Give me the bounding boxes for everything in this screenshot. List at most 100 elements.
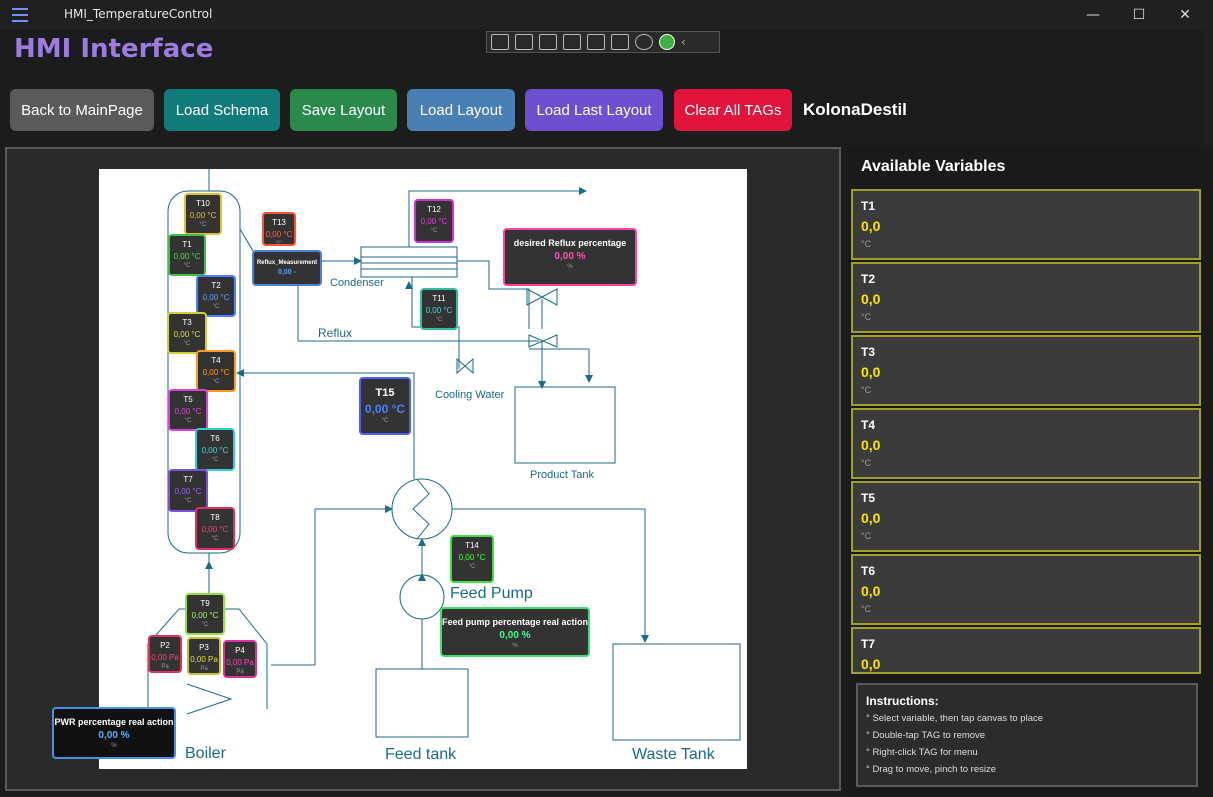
waste-tank-label: Waste Tank: [632, 746, 715, 763]
record-icon[interactable]: [515, 34, 533, 50]
tag-name: P4: [235, 646, 245, 655]
tag-value: 0,00 °C: [189, 211, 217, 220]
feed-tank: [375, 668, 469, 738]
display-layout-icon[interactable]: [563, 34, 581, 50]
tag-name: T15: [375, 387, 395, 399]
sidebar-title: Available Variables: [861, 158, 1006, 175]
tag-value: 0,00 °C: [202, 293, 230, 302]
tag-p4[interactable]: P4 0,00 Pa Pa: [223, 640, 257, 678]
select-element-icon[interactable]: [539, 34, 557, 50]
window-title: HMI_TemperatureControl: [64, 7, 213, 21]
variable-name: T7: [861, 637, 876, 651]
track-focus-icon[interactable]: [587, 34, 605, 50]
variable-value: 0,0: [861, 437, 881, 453]
variable-value: 0,0: [861, 583, 881, 599]
tag-value: 0,00 °C: [265, 230, 293, 239]
tag-value: 0,00 -: [278, 269, 296, 276]
variable-unit: °C: [861, 604, 872, 614]
tag-unit: °C: [435, 317, 443, 323]
condenser: [360, 246, 458, 278]
maximize-button[interactable]: ☐: [1132, 7, 1146, 23]
tag-value: 0,00 Pa: [190, 655, 218, 664]
variable-unit: °C: [861, 458, 872, 468]
tag-unit: °C: [211, 536, 219, 542]
live-tree-icon[interactable]: [491, 34, 509, 50]
tag-unit: %: [512, 643, 518, 649]
tag-unit: °C: [183, 341, 191, 347]
tag-unit: °C: [212, 379, 220, 385]
variable-name: T6: [861, 564, 876, 578]
tag-value: 0,00 °C: [201, 525, 229, 534]
tag-value: 0,00 %: [98, 730, 130, 741]
variable-value: 0,0: [861, 510, 881, 526]
toolbar-button-back-to-mainpage[interactable]: Back to MainPage: [10, 89, 154, 131]
hamburger-menu-icon[interactable]: [12, 8, 28, 22]
tag-unit: °C: [468, 564, 476, 570]
instruction-item: ° Select variable, then tap canvas to pl…: [866, 713, 1044, 724]
variable-unit: °C: [861, 385, 872, 395]
variable-name: T2: [861, 272, 876, 286]
variable-item-t6[interactable]: T6 0,0 °C: [851, 554, 1201, 625]
app-title: HMI Interface: [14, 34, 214, 64]
tag-name: Feed pump percentage real action: [442, 617, 589, 627]
close-button[interactable]: ✕: [1179, 7, 1191, 23]
feed-pump-label: Feed Pump: [450, 585, 533, 602]
binding-failures-icon[interactable]: [611, 34, 629, 50]
accessibility-icon[interactable]: [635, 34, 653, 50]
schema-drawing: [147, 169, 741, 741]
instructions-panel: Instructions: ° Select variable, then ta…: [856, 683, 1198, 787]
tag-name: T9: [200, 599, 210, 608]
variable-name: T5: [861, 491, 876, 505]
instruction-item: ° Double-tap TAG to remove: [866, 730, 986, 741]
tag-value: 0,00 °C: [458, 553, 486, 562]
tag-unit: °C: [430, 228, 438, 234]
tag-value: 0,00 Pa: [226, 658, 254, 667]
instructions-title: Instructions:: [866, 694, 939, 708]
tag-value: 0,00 °C: [202, 368, 230, 377]
reflux-label: Reflux: [318, 326, 353, 340]
tag-value: 0,00 °C: [191, 611, 219, 620]
chevron-left-icon[interactable]: ‹: [681, 35, 686, 49]
tag-unit: Pa: [200, 666, 208, 672]
checkmark-icon[interactable]: [659, 34, 675, 50]
toolbar-button-clear-all-tags[interactable]: Clear All TAGs: [674, 89, 792, 131]
tag-name: T12: [427, 205, 441, 214]
toolbar-button-load-last-layout[interactable]: Load Last Layout: [525, 89, 663, 131]
feed-tank-label: Feed tank: [385, 746, 457, 763]
tag-name: T1: [182, 240, 192, 249]
toolbar-button-load-layout[interactable]: Load Layout: [407, 89, 515, 131]
toolbar-button-load-schema[interactable]: Load Schema: [164, 89, 280, 131]
toolbar-button-save-layout[interactable]: Save Layout: [290, 89, 397, 131]
variable-value: 0,0: [861, 364, 881, 380]
minimize-button[interactable]: —: [1086, 7, 1100, 23]
tag-unit: Pa: [236, 669, 244, 675]
